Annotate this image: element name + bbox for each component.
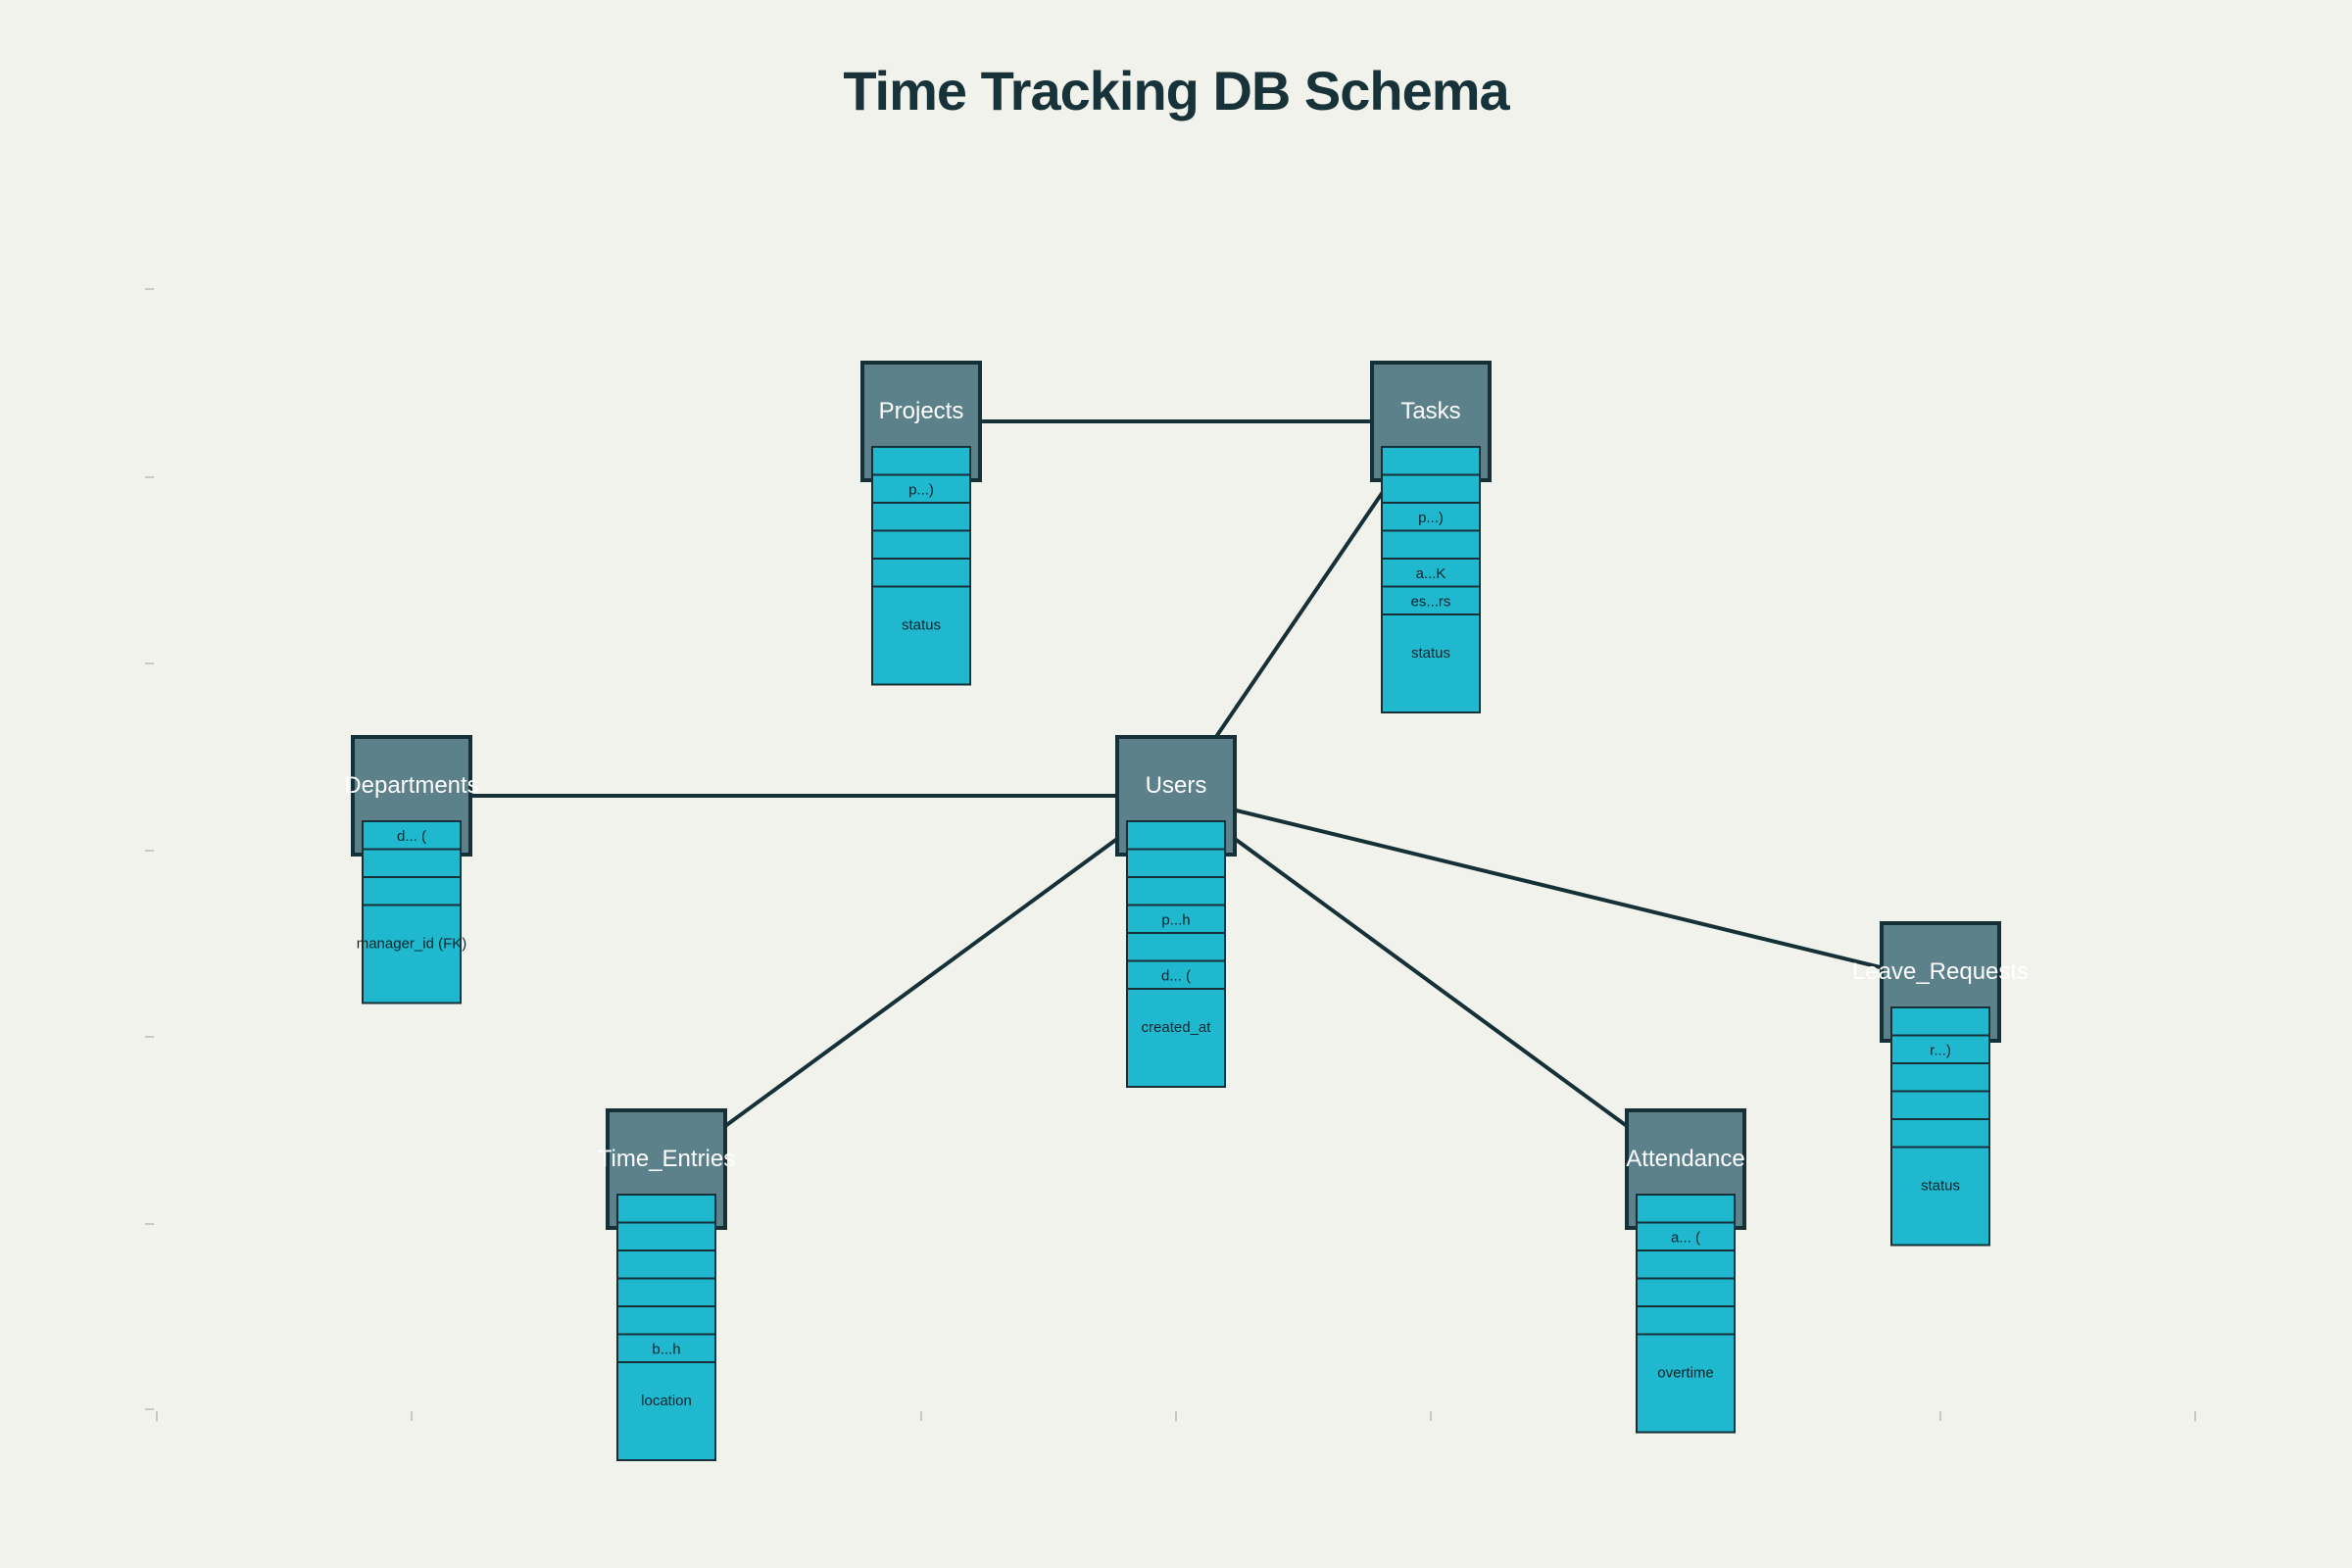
field-label: created_at [1142, 1019, 1212, 1036]
field-box [1636, 1194, 1736, 1434]
table-nodes: Projects p...) status Tasks p...) a...K es...r… [344, 361, 2029, 1461]
field-label: p...) [908, 482, 934, 499]
field-list: r...) status [1890, 1006, 1990, 1247]
field-label: overtime [1657, 1365, 1714, 1382]
relationship-users-time_entries [664, 794, 1178, 1171]
field-box [362, 820, 462, 1004]
diagram-title: Time Tracking DB Schema [843, 60, 1509, 122]
field-label: location [641, 1393, 692, 1409]
field-label: b...h [652, 1342, 680, 1358]
field-label: status [1411, 645, 1450, 662]
field-box [1381, 446, 1481, 713]
table-departments[interactable]: Departments d... ( manager_id (FK) [344, 735, 479, 1004]
table-name: Time_Entries [598, 1146, 735, 1172]
field-list: p...h d... ( created_at [1126, 820, 1226, 1088]
relationship-users-attendance [1174, 794, 1688, 1171]
table-name: Tasks [1400, 398, 1460, 424]
table-users[interactable]: Users p...h d... ( created_at [1115, 735, 1237, 1088]
table-time_entries[interactable]: Time_Entries b...h location [598, 1108, 735, 1461]
field-list: p...) status [871, 446, 971, 686]
field-label: a... ( [1671, 1230, 1700, 1247]
table-attendance[interactable]: Attendance a... ( overtime [1625, 1108, 1746, 1434]
field-label: p...h [1161, 912, 1190, 929]
field-label: p...) [1418, 510, 1444, 526]
field-list: d... ( manager_id (FK) [357, 820, 467, 1004]
table-name: Projects [879, 398, 964, 424]
field-label: status [902, 617, 941, 634]
field-label: manager_id (FK) [357, 936, 467, 953]
table-name: Attendance [1626, 1146, 1744, 1172]
field-label: r...) [1930, 1043, 1951, 1059]
field-list: p...) a...K es...rs status [1381, 446, 1481, 713]
field-label: status [1921, 1178, 1960, 1195]
field-label: d... ( [397, 828, 426, 845]
field-label: a...K [1416, 565, 1446, 582]
field-box [1890, 1006, 1990, 1247]
field-list: a... ( overtime [1636, 1194, 1736, 1434]
relationship-users-leave_requests [1175, 794, 1941, 984]
field-box [1126, 820, 1226, 1088]
field-box [871, 446, 971, 686]
field-list: b...h location [616, 1194, 716, 1461]
field-label: es...rs [1411, 594, 1451, 611]
table-leave_requests[interactable]: Leave_Requests r...) status [1852, 921, 2029, 1247]
field-label: d... ( [1161, 968, 1191, 985]
table-tasks[interactable]: Tasks p...) a...K es...rs status [1370, 361, 1492, 713]
table-name: Leave_Requests [1852, 958, 2029, 985]
table-name: Users [1146, 772, 1207, 799]
field-box [616, 1194, 716, 1461]
table-projects[interactable]: Projects p...) status [860, 361, 982, 686]
table-name: Departments [344, 772, 478, 799]
